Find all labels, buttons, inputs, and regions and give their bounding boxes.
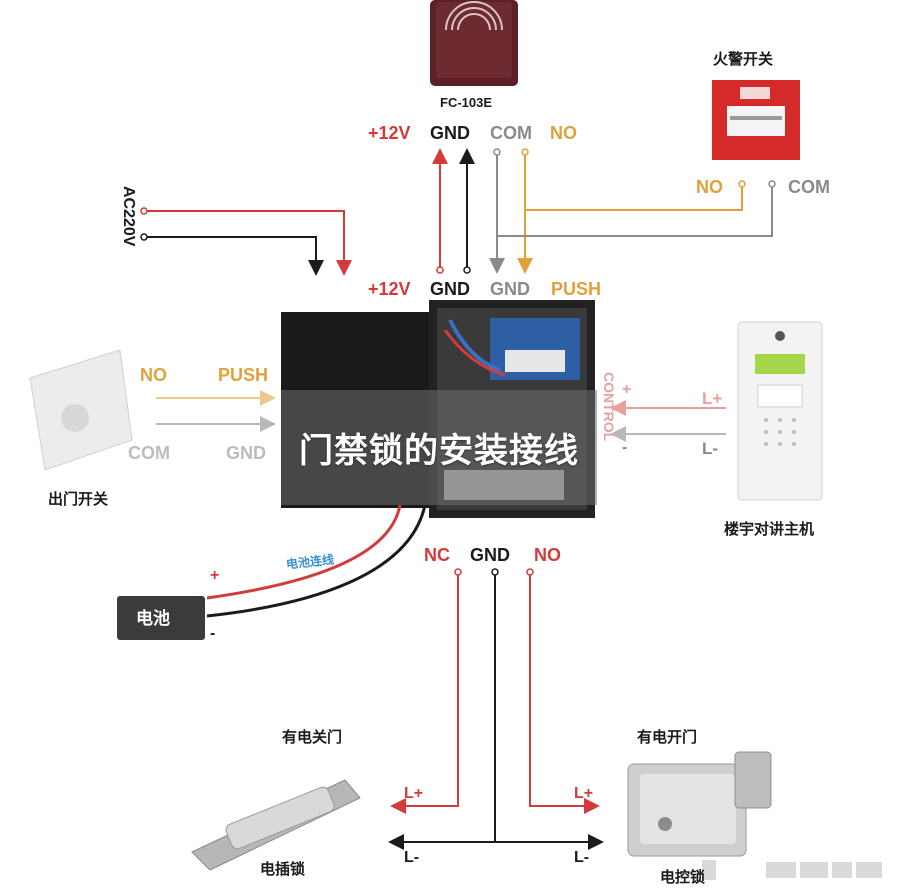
right-lock-caption: 有电开门 (637, 728, 698, 746)
battery-minus: - (210, 625, 216, 642)
electric-bolt-lock (191, 779, 361, 871)
reader-terminal-12v: +12V (368, 123, 411, 143)
ac-power-label: AC220V (120, 186, 137, 247)
intercom-terminal-lplus: L+ (702, 389, 723, 408)
battery-cable (206, 504, 427, 618)
fire-alarm-switch (712, 80, 800, 160)
intercom-unit (737, 321, 823, 501)
lock-output-lines (388, 568, 604, 850)
title-overlay: 门禁锁的安装接线 (281, 390, 597, 505)
control-minus: - (622, 439, 628, 456)
intercom-terminal-lminus: L- (702, 439, 719, 458)
left-lock-lplus: L+ (404, 785, 424, 802)
intercom-label: 楼宇对讲主机 (724, 520, 815, 538)
controller-terminal-12v: +12V (368, 279, 411, 299)
exit-terminal-gnd: GND (226, 443, 266, 463)
controller-terminal-gnd-bottom: GND (470, 545, 510, 565)
left-lock-caption: 有电关门 (282, 728, 343, 746)
exit-switch-lines (156, 390, 276, 432)
right-lock-lminus: L- (574, 849, 590, 866)
controller-terminal-push: PUSH (551, 279, 602, 299)
fire-alarm-terminal-com: COM (788, 177, 830, 197)
left-lock-name: 电插锁 (260, 860, 306, 878)
ac-input-lines (140, 207, 352, 276)
exit-switch-label: 出门开关 (48, 490, 109, 508)
right-lock-name: 电控锁 (660, 868, 706, 886)
battery-plus: + (210, 567, 220, 584)
exit-terminal-no: NO (140, 365, 167, 385)
fire-alarm-terminal-no: NO (696, 177, 723, 197)
controller-control-label: CONTROL (601, 372, 617, 442)
page-title: 门禁锁的安装接线 (299, 431, 579, 471)
reader-terminal-no: NO (550, 123, 577, 143)
battery-block (117, 596, 205, 640)
reader-model-label: FC-103E (440, 95, 493, 110)
exit-switch-plate (29, 349, 133, 471)
fire-alarm-label: 火警开关 (713, 50, 774, 68)
intercom-lines (610, 400, 726, 442)
battery-label: 电池 (136, 609, 170, 629)
exit-terminal-push: PUSH (218, 365, 269, 385)
control-plus: + (622, 381, 632, 398)
controller-terminal-gnd1: GND (430, 279, 470, 299)
right-lock-lplus: L+ (574, 785, 594, 802)
reader-terminal-gnd: GND (430, 123, 470, 143)
controller-terminal-no-bottom: NO (534, 545, 561, 565)
watermark (702, 860, 882, 880)
controller-terminal-nc: NC (424, 545, 450, 565)
reader-lines (432, 148, 533, 274)
electric-control-lock (627, 751, 772, 857)
left-lock-lminus: L- (404, 849, 420, 866)
exit-terminal-com: COM (128, 443, 170, 463)
controller-terminal-gnd2: GND (490, 279, 530, 299)
reader-terminal-com: COM (490, 123, 532, 143)
fire-alarm-lines (497, 180, 776, 237)
card-reader (430, 0, 518, 86)
